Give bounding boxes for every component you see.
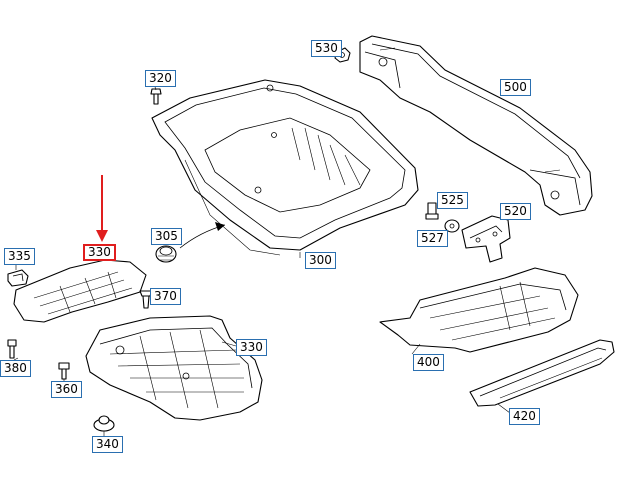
- part-330-upper-panel[interactable]: [13, 259, 147, 323]
- part-420-rail[interactable]: [469, 339, 615, 407]
- part-500-cross-member[interactable]: [359, 35, 593, 216]
- callout-400[interactable]: 400: [413, 354, 444, 371]
- callout-300[interactable]: 300: [305, 252, 336, 269]
- callout-305[interactable]: 305: [151, 228, 182, 245]
- part-305-cover-nut[interactable]: [155, 245, 177, 263]
- callout-380[interactable]: 380: [0, 360, 31, 377]
- callout-370[interactable]: 370: [150, 288, 181, 305]
- part-300-wheel-well[interactable]: [151, 79, 419, 256]
- callout-320[interactable]: 320: [145, 70, 176, 87]
- direction-arrow: [179, 222, 226, 249]
- part-520-bracket[interactable]: [461, 215, 511, 263]
- part-335-clip[interactable]: [7, 269, 29, 287]
- callout-525[interactable]: 525: [437, 192, 468, 209]
- callout-360[interactable]: 360: [51, 381, 82, 398]
- callout-420[interactable]: 420: [509, 408, 540, 425]
- part-525-screw[interactable]: [425, 202, 439, 220]
- callout-520[interactable]: 520: [500, 203, 531, 220]
- part-330-lower-panel[interactable]: [85, 315, 263, 421]
- callout-330-highlighted[interactable]: 330: [83, 244, 116, 261]
- part-340-fastener[interactable]: [93, 415, 115, 432]
- callout-527[interactable]: 527: [417, 230, 448, 247]
- callout-530[interactable]: 530: [311, 40, 342, 57]
- callout-340[interactable]: 340: [92, 436, 123, 453]
- callout-500[interactable]: 500: [500, 79, 531, 96]
- part-380-bolt[interactable]: [7, 339, 17, 359]
- part-400-floor-panel[interactable]: [379, 267, 579, 353]
- callout-330[interactable]: 330: [236, 339, 267, 356]
- part-527-washer[interactable]: [444, 219, 460, 233]
- callout-335[interactable]: 335: [4, 248, 35, 265]
- part-360-bolt[interactable]: [58, 362, 70, 380]
- part-320-bolt[interactable]: [150, 88, 162, 105]
- highlight-arrow: [96, 175, 108, 242]
